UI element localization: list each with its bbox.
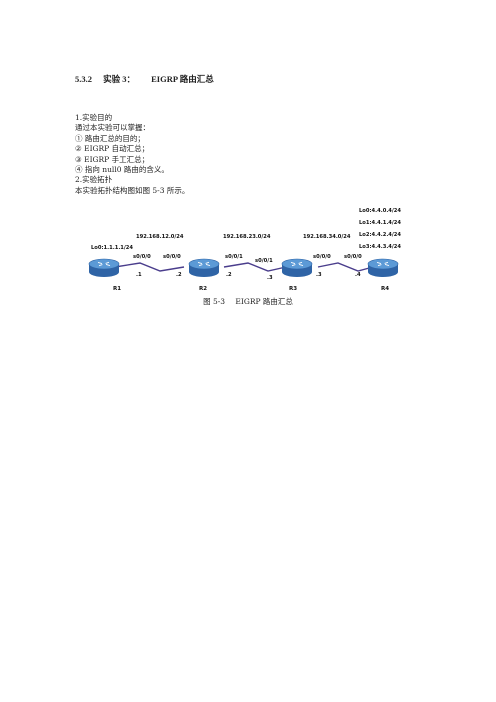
body-line: ④ 指向 null0 路由的含义。 bbox=[75, 165, 169, 175]
router-r3-label: R3 bbox=[289, 286, 297, 292]
router-r4-icon bbox=[367, 258, 399, 278]
body-line: 本实验拓扑结构图如图 5-3 所示。 bbox=[75, 185, 190, 195]
r1-ip-label: .1 bbox=[136, 272, 142, 278]
section-label: 实验 3： bbox=[103, 74, 136, 84]
r3-interface-right-label: s0/0/0 bbox=[313, 254, 331, 260]
r4-loopback-3: Lo3:4.4.3.4/24 bbox=[359, 244, 401, 250]
body-line: ③ EIGRP 手工汇总； bbox=[75, 154, 150, 164]
r4-loopback-1: Lo1:4.4.1.4/24 bbox=[359, 220, 401, 226]
body-line: 1.实验目的 bbox=[75, 113, 113, 122]
r3-ip-left-label: .3 bbox=[267, 275, 273, 281]
topology-diagram: R1 R2 R3 R4 192.168.12.0/24 192.168.23.0… bbox=[88, 208, 401, 292]
section-heading: EIGRP 路由汇总 bbox=[151, 74, 214, 84]
router-r2-icon bbox=[188, 258, 220, 278]
r4-loopback-2: Lo2:4.4.2.4/24 bbox=[359, 232, 401, 238]
section-number: 5.3.2 bbox=[75, 74, 92, 84]
router-r4-label: R4 bbox=[381, 286, 389, 292]
figure-caption: 图 5-3 EIGRP 路由汇总 bbox=[0, 296, 496, 307]
r2-ip-left-label: .2 bbox=[176, 272, 182, 278]
r3-ip-right-label: .3 bbox=[316, 272, 322, 278]
r2-interface-right-label: s0/0/1 bbox=[225, 254, 243, 260]
router-r3-icon bbox=[281, 258, 313, 278]
r2-interface-left-label: s0/0/0 bbox=[163, 254, 181, 260]
network-12-label: 192.168.12.0/24 bbox=[136, 234, 184, 240]
body-line: ① 路由汇总的目的； bbox=[75, 133, 145, 143]
link-r1-r2 bbox=[114, 262, 185, 272]
link-r3-r4 bbox=[317, 262, 374, 272]
r1-interface-label: s0/0/0 bbox=[133, 254, 151, 260]
r1-loopback-label: Lo0:1.1.1.1/24 bbox=[91, 245, 133, 251]
r3-interface-left-label: s0/0/1 bbox=[255, 258, 273, 264]
router-r2-label: R2 bbox=[199, 286, 207, 292]
figure-title: EIGRP 路由汇总 bbox=[235, 297, 293, 306]
router-r1-icon bbox=[88, 258, 120, 278]
r4-loopback-0: Lo0:4.4.0.4/24 bbox=[359, 208, 401, 214]
r2-ip-right-label: .2 bbox=[226, 272, 232, 278]
body-text: 1.实验目的 通过本实验可以掌握： ① 路由汇总的目的； ② EIGRP 自动汇… bbox=[75, 113, 425, 196]
body-line: 2.实验拓扑 bbox=[75, 175, 113, 185]
router-r1-label: R1 bbox=[113, 286, 121, 292]
link-r2-r3 bbox=[223, 262, 287, 272]
network-34-label: 192.168.34.0/24 bbox=[303, 234, 351, 240]
r4-interface-label: s0/0/0 bbox=[344, 254, 362, 260]
r4-ip-label: .4 bbox=[355, 272, 361, 278]
body-line: 通过本实验可以掌握： bbox=[75, 123, 150, 133]
network-23-label: 192.168.23.0/24 bbox=[223, 234, 271, 240]
body-line: ② EIGRP 自动汇总； bbox=[75, 144, 150, 154]
section-title: 5.3.2 实验 3： EIGRP 路由汇总 bbox=[75, 73, 214, 85]
figure-number: 图 5-3 bbox=[203, 297, 226, 306]
